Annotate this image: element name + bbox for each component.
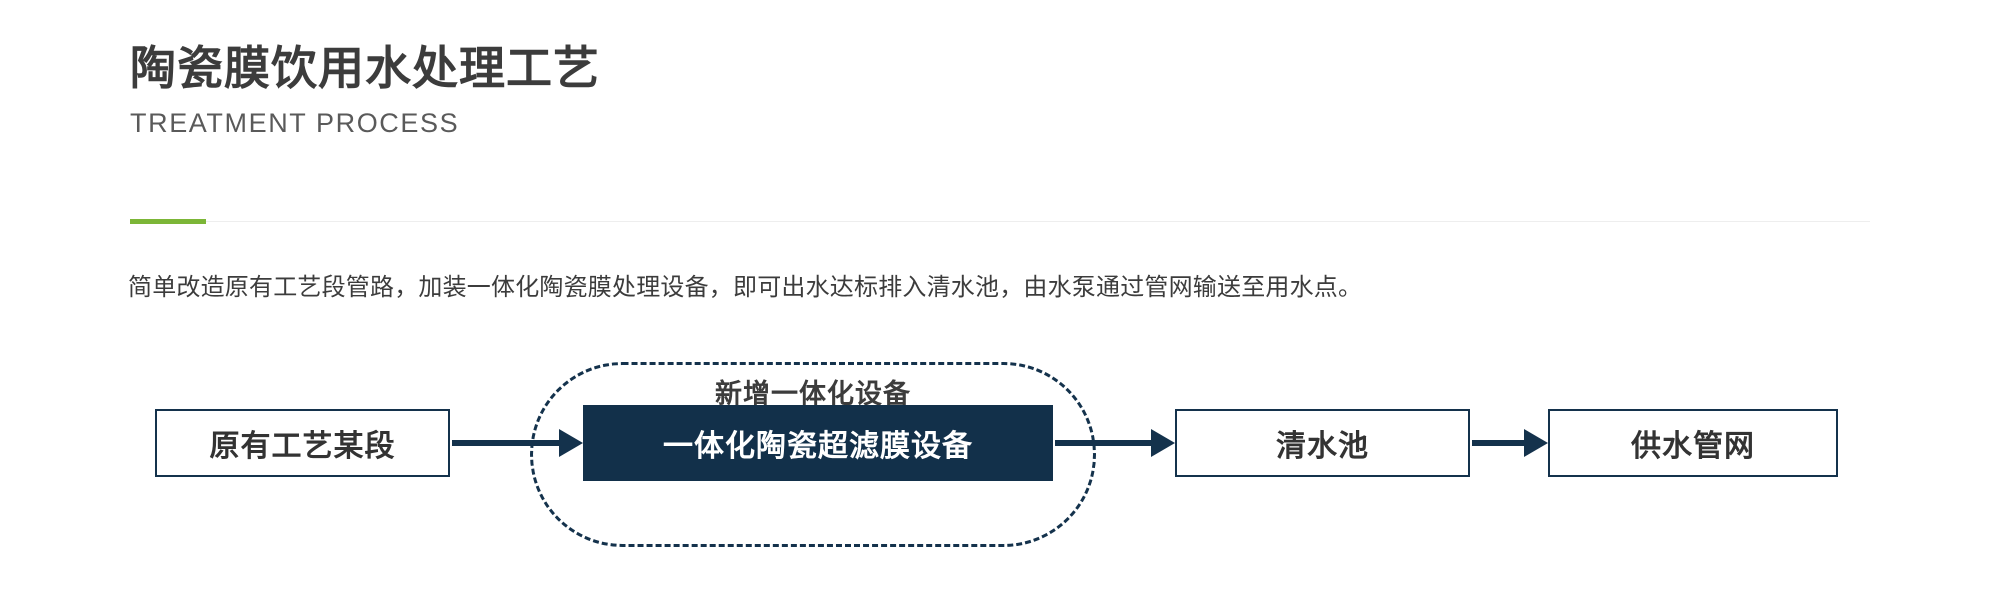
divider-rule	[130, 221, 1870, 222]
arrow-right-icon	[452, 429, 583, 457]
arrow-right-icon	[1055, 429, 1175, 457]
flow-node-original-process[interactable]: 原有工艺某段	[155, 409, 450, 477]
new-equipment-group-outline	[530, 362, 1096, 547]
description-text: 简单改造原有工艺段管路，加装一体化陶瓷膜处理设备，即可出水达标排入清水池，由水泵…	[128, 274, 1363, 301]
flow-node-label: 清水池	[1276, 430, 1369, 463]
flow-node-label: 供水管网	[1631, 430, 1755, 463]
flow-node-label: 一体化陶瓷超滤膜设备	[663, 430, 973, 463]
flow-node-label: 原有工艺某段	[209, 430, 396, 463]
flow-node-water-supply-network[interactable]: 供水管网	[1548, 409, 1838, 477]
flow-node-ceramic-uf-equipment[interactable]: 一体化陶瓷超滤膜设备	[583, 405, 1053, 481]
arrow-shaft	[452, 440, 560, 446]
arrow-head	[1151, 429, 1175, 457]
arrow-head	[1524, 429, 1548, 457]
page-subtitle: TREATMENT PROCESS	[130, 107, 460, 138]
page-title: 陶瓷膜饮用水处理工艺	[130, 42, 600, 94]
divider	[130, 219, 1870, 225]
process-flow-diagram: 新增一体化设备 原有工艺某段 一体化陶瓷超滤膜设备 清水池	[0, 350, 2000, 580]
divider-accent-bar	[130, 219, 206, 224]
arrow-head	[559, 429, 583, 457]
new-equipment-group-label: 新增一体化设备	[715, 379, 911, 409]
flow-node-clear-water-tank[interactable]: 清水池	[1175, 409, 1470, 477]
page-header: 陶瓷膜饮用水处理工艺 TREATMENT PROCESS	[130, 42, 600, 139]
arrow-right-icon	[1472, 429, 1548, 457]
arrow-shaft	[1055, 440, 1152, 446]
arrow-shaft	[1472, 440, 1525, 446]
